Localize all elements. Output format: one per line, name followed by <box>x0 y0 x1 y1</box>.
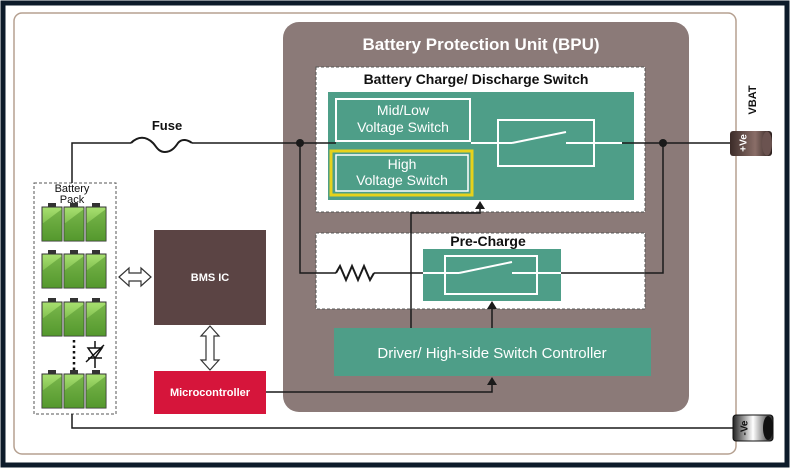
arrow-to-high-switch <box>475 201 485 209</box>
high-voltage-switch-highlight <box>329 149 474 197</box>
battery-cell-group-2 <box>41 250 107 289</box>
mid-low-switch-line2: Voltage Switch <box>357 119 449 135</box>
switch-green-block <box>328 92 634 200</box>
bms-ic-block <box>154 230 266 325</box>
fuse-label: Fuse <box>152 118 182 133</box>
battery-cell-group-3 <box>41 298 107 337</box>
precharge-switch-symbol <box>423 261 561 274</box>
negative-terminal-end <box>763 416 773 440</box>
battery-bms-double-arrow <box>118 266 152 288</box>
main-switch-symbol <box>471 131 622 144</box>
microcontroller-block <box>154 371 266 414</box>
mid-low-voltage-switch <box>335 98 471 142</box>
protection-device-icon <box>85 341 105 368</box>
battery-cell-group-1 <box>41 203 107 242</box>
bms-mcu-double-arrow <box>199 325 221 371</box>
junction-left <box>296 139 304 147</box>
precharge-resistor <box>335 263 375 283</box>
arrow-to-precharge <box>487 301 497 309</box>
positive-terminal-label: +Ve <box>739 134 750 152</box>
battery-pack-label-line1: Battery <box>55 183 90 195</box>
battery-cell-group-4 <box>41 370 107 409</box>
charge-discharge-switch-title: Battery Charge/ Discharge Switch <box>364 71 589 87</box>
high-switch-line1: High <box>388 156 417 172</box>
precharge-switch-symbol-box <box>444 255 538 295</box>
junction-right <box>659 139 667 147</box>
fuse-symbol <box>130 136 193 154</box>
bms-ic-label: BMS IC <box>191 272 230 284</box>
arrow-to-driver <box>487 377 497 385</box>
bpu-title: Battery Protection Unit (BPU) <box>362 35 599 54</box>
positive-terminal-end <box>762 131 772 156</box>
positive-terminal <box>730 131 772 156</box>
battery-pack-label-line2: Pack <box>60 194 85 206</box>
driver-controller-block <box>334 328 651 376</box>
high-switch-line2: Voltage Switch <box>356 172 448 188</box>
microcontroller-label: Microcontroller <box>170 387 251 399</box>
precharge-title: Pre-Charge <box>450 233 526 249</box>
driver-controller-label: Driver/ High-side Switch Controller <box>377 345 606 362</box>
mid-low-switch-line1: Mid/Low <box>377 102 430 118</box>
vbat-label: VBAT <box>747 85 759 114</box>
high-voltage-switch <box>335 154 469 192</box>
circuit-wires <box>71 142 733 429</box>
negative-terminal-label: -Ve <box>740 420 751 435</box>
